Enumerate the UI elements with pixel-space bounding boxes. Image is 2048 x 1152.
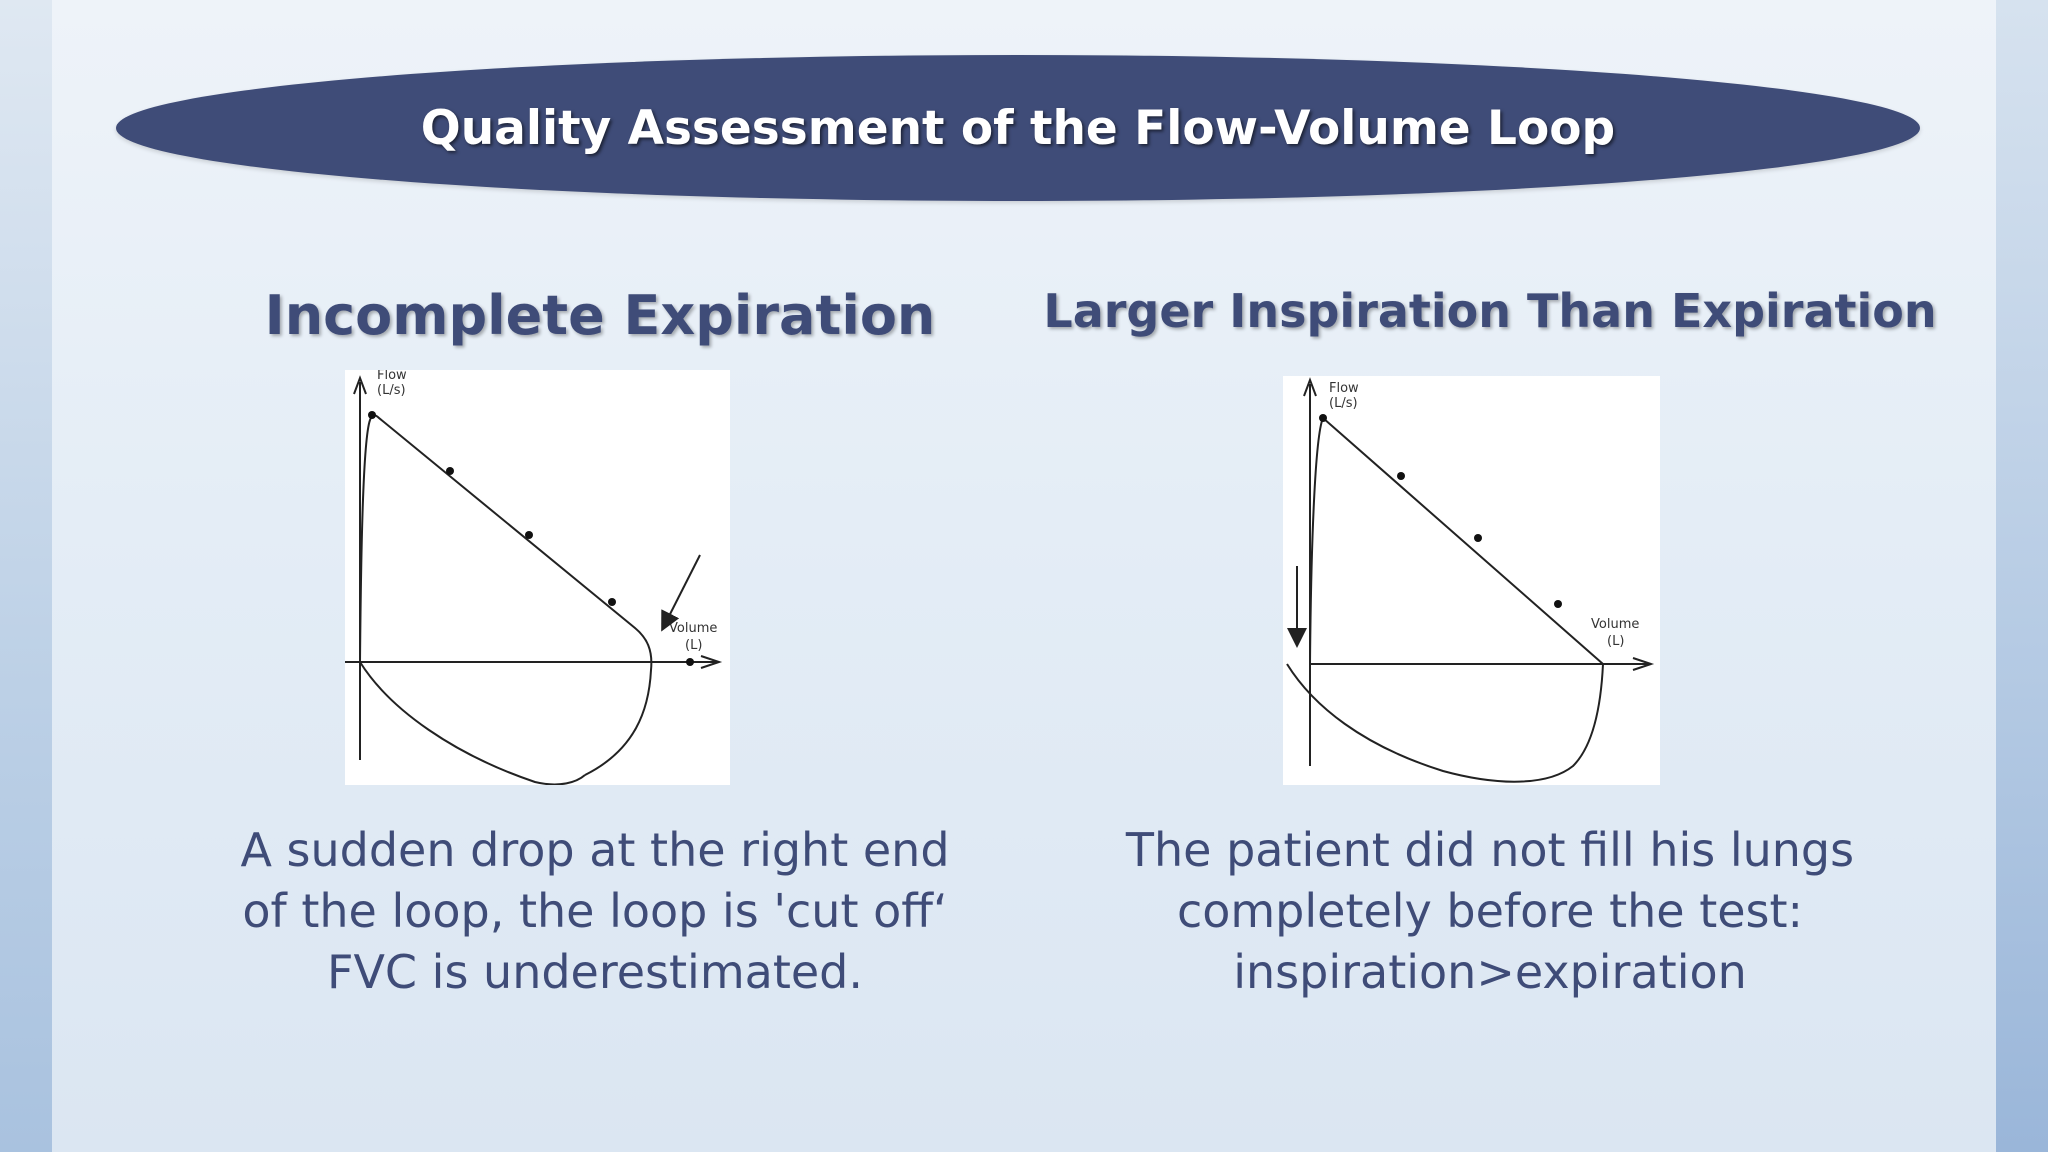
- slide-title: Quality Assessment of the Flow-Volume Lo…: [420, 100, 1616, 156]
- caption-line: FVC is underestimated.: [327, 945, 863, 999]
- y-axis-label: Flow: [1329, 381, 1359, 396]
- heading-incomplete-expiration: Incomplete Expiration: [264, 284, 936, 347]
- inspiratory-curve: [1286, 663, 1604, 783]
- cut-off-indicator-arrow: [661, 554, 701, 632]
- data-point: [1397, 472, 1405, 480]
- y-axis-arrowhead: [1303, 377, 1317, 397]
- data-point: [608, 598, 616, 606]
- flow-volume-loop-larger-inspiration: Flow (L/s) Volume (L): [1283, 376, 1660, 785]
- y-axis-label: Flow: [377, 370, 407, 383]
- x-axis-arrowhead: [1632, 657, 1655, 671]
- right-side-bar: [1996, 0, 2048, 1152]
- x-axis-label: Volume: [669, 621, 717, 636]
- heading-larger-inspiration: Larger Inspiration Than Expiration: [1043, 284, 1937, 338]
- x-axis-unit: (L): [685, 638, 702, 653]
- data-point: [1554, 600, 1562, 608]
- expiratory-curve: [359, 414, 653, 776]
- x-axis-label: Volume: [1591, 617, 1639, 632]
- left-side-bar: [0, 0, 52, 1152]
- caption-line: completely before the test:: [1176, 884, 1804, 938]
- loop-diagram-left: Flow (L/s) Volume (L): [345, 370, 723, 785]
- data-point: [525, 531, 533, 539]
- loop-diagram-right: Flow (L/s) Volume (L): [1286, 377, 1655, 783]
- y-axis-unit: (L/s): [1329, 396, 1358, 411]
- x-axis-arrowhead: [700, 655, 723, 669]
- caption-line: The patient did not fill his lungs: [1125, 823, 1855, 877]
- caption-incomplete-expiration: A sudden drop at the right end of the lo…: [170, 820, 1020, 1003]
- data-point: [1474, 534, 1482, 542]
- caption-line: A sudden drop at the right end: [240, 823, 950, 877]
- y-axis-unit: (L/s): [377, 383, 406, 398]
- inspiratory-curve: [359, 661, 586, 785]
- x-axis-unit: (L): [1607, 634, 1624, 649]
- data-point: [446, 467, 454, 475]
- peak-flow-point: [1319, 414, 1327, 422]
- flow-volume-loop-incomplete-expiration: Flow (L/s) Volume (L): [345, 370, 730, 785]
- caption-larger-inspiration: The patient did not fill his lungs compl…: [1040, 820, 1940, 1003]
- caption-line: inspiration>expiration: [1233, 945, 1747, 999]
- title-banner: Quality Assessment of the Flow-Volume Lo…: [116, 55, 1920, 201]
- y-axis-arrowhead: [353, 375, 367, 395]
- caption-line: of the loop, the loop is 'cut off‘: [242, 884, 948, 938]
- predicted-fvc-point: [686, 658, 694, 666]
- peak-flow-point: [368, 411, 376, 419]
- expiratory-curve: [1309, 416, 1604, 665]
